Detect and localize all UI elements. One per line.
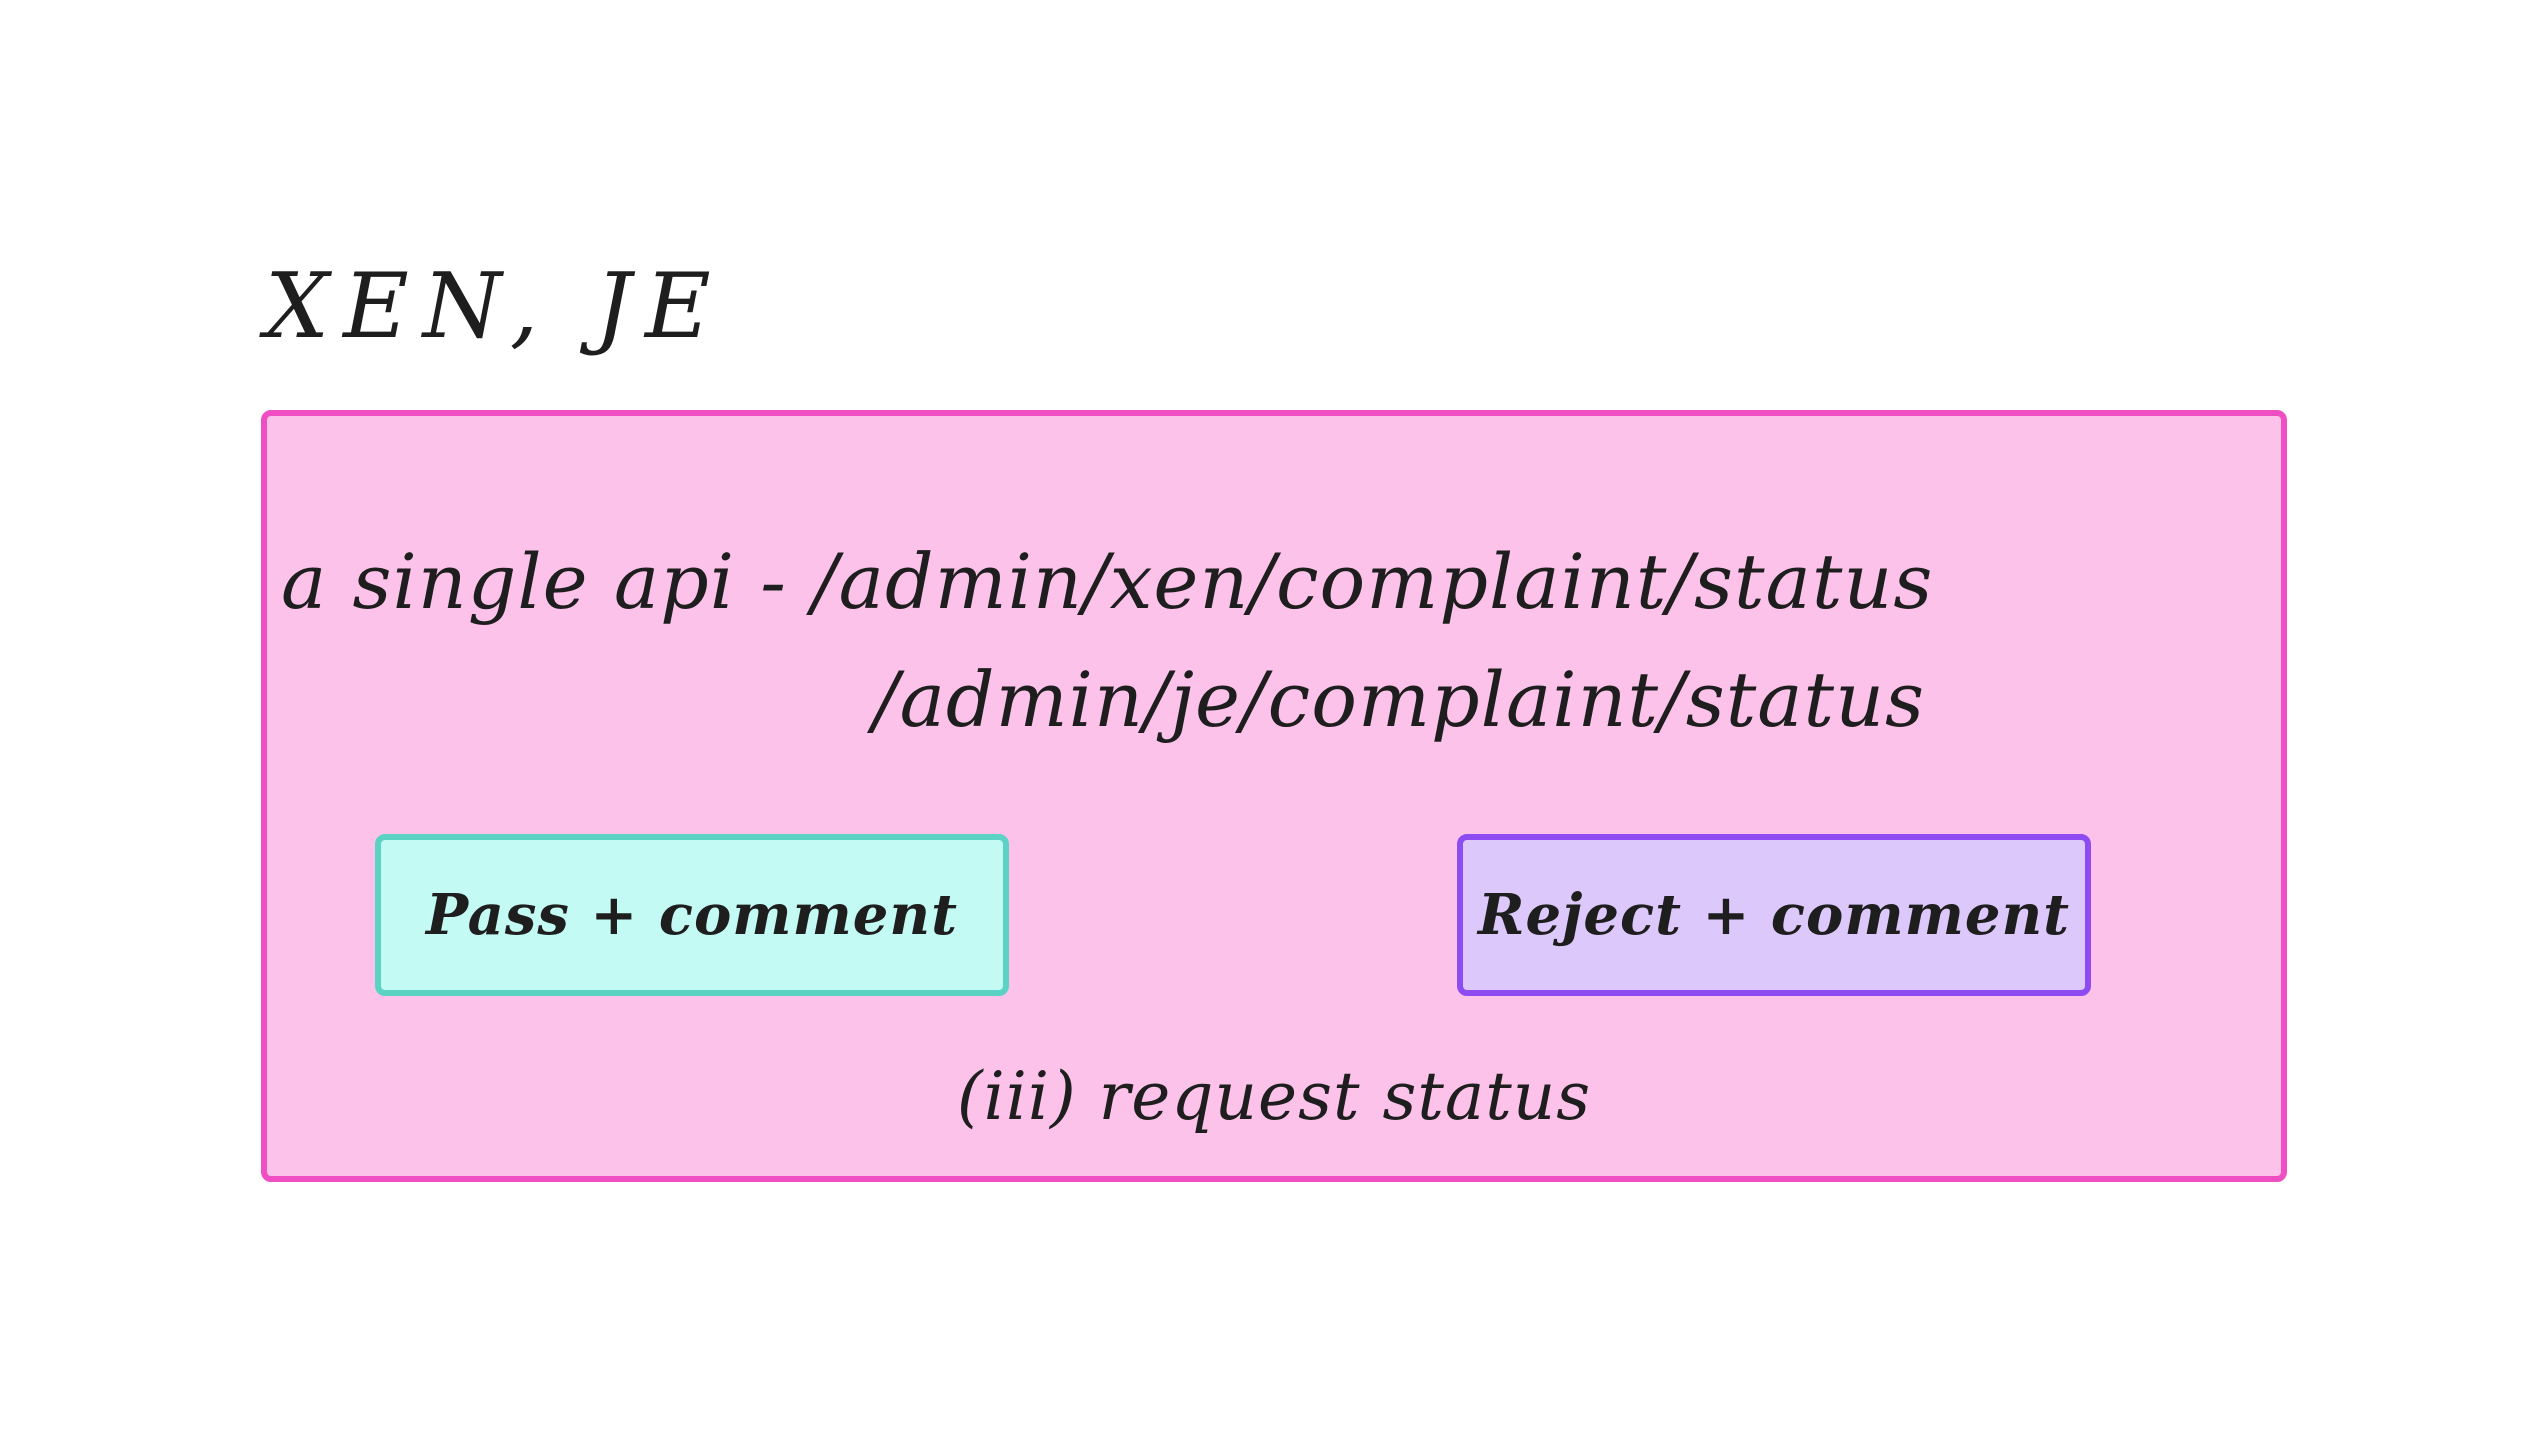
reject-comment-button[interactable]: Reject + comment — [1457, 834, 2091, 996]
pass-comment-button[interactable]: Pass + comment — [375, 834, 1009, 996]
api-endpoint-xen: a single api - /admin/xen/complaint/stat… — [281, 537, 1934, 626]
api-endpoint-je: /admin/je/complaint/status — [873, 655, 1926, 744]
reject-comment-label: Reject + comment — [1477, 882, 2071, 948]
panel-caption: (iii) request status — [956, 1058, 1592, 1135]
request-status-panel: a single api - /admin/xen/complaint/stat… — [261, 410, 2287, 1182]
pass-comment-label: Pass + comment — [425, 882, 959, 948]
roles-heading: XEN, JE — [265, 254, 725, 359]
